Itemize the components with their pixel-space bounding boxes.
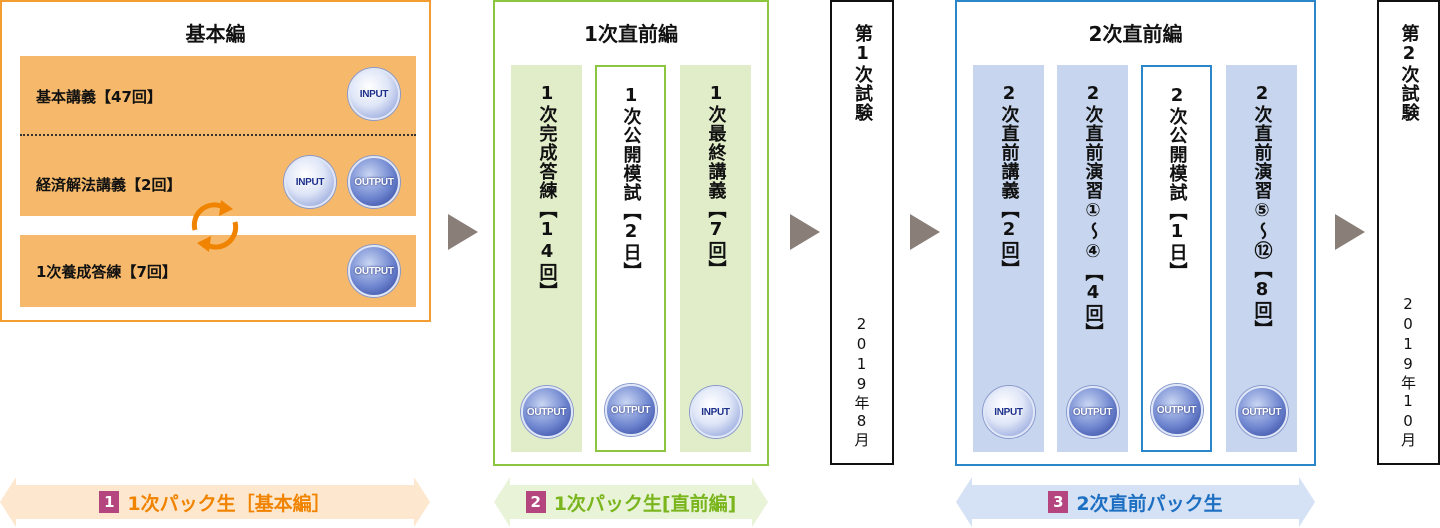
course-label: 2次直前講義【2回】 [998, 83, 1020, 279]
flow-arrow-icon [790, 214, 820, 250]
output-icon: OUTPUT [1150, 384, 1203, 436]
course-column: 1次公開模試【2日】 OUTPUT [595, 65, 666, 452]
output-icon: OUTPUT [604, 384, 657, 436]
output-icon: OUTPUT [348, 245, 400, 297]
row-label: 経済解法講義【2回】 [36, 176, 182, 194]
course-label: 1次公開模試【2日】 [620, 85, 642, 281]
course-label: 2次直前演習①〜④【4回】 [1082, 83, 1104, 342]
exam-date: 2019年8月 [852, 315, 871, 449]
pack-number: 2 [525, 491, 546, 513]
output-icon: OUTPUT [348, 156, 400, 208]
exam-title: 第1次試験 [852, 24, 873, 122]
course-label: 2次直前演習⑤〜⑫【8回】 [1251, 83, 1273, 339]
course-column: 2次直前演習⑤〜⑫【8回】 OUTPUT [1226, 65, 1297, 452]
pack-second-pre-arrow: 3 2次直前パック生 [956, 477, 1315, 527]
course-column: 2次直前演習①〜④【4回】 OUTPUT [1057, 65, 1128, 452]
course-column: 1次完成答練【14回】 OUTPUT [511, 65, 582, 452]
input-icon: INPUT [982, 386, 1035, 438]
output-icon: OUTPUT [1066, 386, 1119, 438]
second-pre-section: 2次直前編 2次直前講義【2回】 INPUT 2次直前演習①〜④【4回】 OUTPU… [955, 0, 1316, 466]
cycle-arrows-icon [191, 200, 239, 252]
exam-title: 第2次試験 [1398, 24, 1420, 122]
pack-number: 1 [99, 491, 120, 513]
input-icon: INPUT [348, 68, 400, 120]
output-icon: OUTPUT [1235, 386, 1288, 438]
row-label: 1次養成答練【7回】 [36, 263, 177, 281]
course-column: 1次最終講義【7回】 INPUT [680, 65, 751, 452]
first-pre-title: 1次直前編 [584, 22, 678, 46]
flow-arrow-icon [910, 214, 940, 250]
course-label: 2次公開模試【1日】 [1166, 85, 1188, 281]
exam-date: 2019年10月 [1399, 295, 1417, 449]
basic-row: 経済解法講義【2回】 INPUT OUTPUT [20, 136, 416, 216]
basic-row: 基本講義【47回】 INPUT [20, 56, 416, 136]
course-column: 2次公開模試【1日】 OUTPUT [1141, 65, 1212, 452]
second-exam: 第2次試験 2019年10月 [1377, 0, 1440, 465]
pack-number: 3 [1048, 491, 1069, 513]
basic-title: 基本編 [185, 22, 246, 46]
pack-label: 1次パック生［基本編］ [127, 492, 331, 515]
flow-arrow-icon [1335, 214, 1365, 250]
pack-basic-arrow: 1 1次パック生［基本編］ [0, 477, 430, 527]
basic-row: 1次養成答練【7回】 OUTPUT [20, 235, 416, 307]
first-exam: 第1次試験 2019年8月 [830, 0, 894, 465]
pack-label: 2次直前パック生 [1076, 492, 1223, 515]
second-pre-title: 2次直前編 [1088, 22, 1183, 46]
pack-first-pre-arrow: 2 1次パック生[直前編] [494, 477, 768, 527]
row-label: 基本講義【47回】 [36, 88, 162, 106]
input-icon: INPUT [689, 386, 742, 438]
course-column: 2次直前講義【2回】 INPUT [973, 65, 1044, 452]
course-label: 1次完成答練【14回】 [536, 83, 558, 301]
input-icon: INPUT [284, 156, 336, 208]
first-pre-section: 1次直前編 1次完成答練【14回】 OUTPUT 1次公開模試【2日】 OUTPUT… [493, 0, 769, 466]
flow-arrow-icon [448, 214, 478, 250]
pack-label: 1次パック生[直前編] [553, 492, 737, 515]
output-icon: OUTPUT [520, 386, 573, 438]
course-label: 1次最終講義【7回】 [705, 83, 727, 279]
basic-section: 基本編 基本講義【47回】 INPUT 経済解法講義【2回】 INPUT OUT… [0, 0, 431, 322]
